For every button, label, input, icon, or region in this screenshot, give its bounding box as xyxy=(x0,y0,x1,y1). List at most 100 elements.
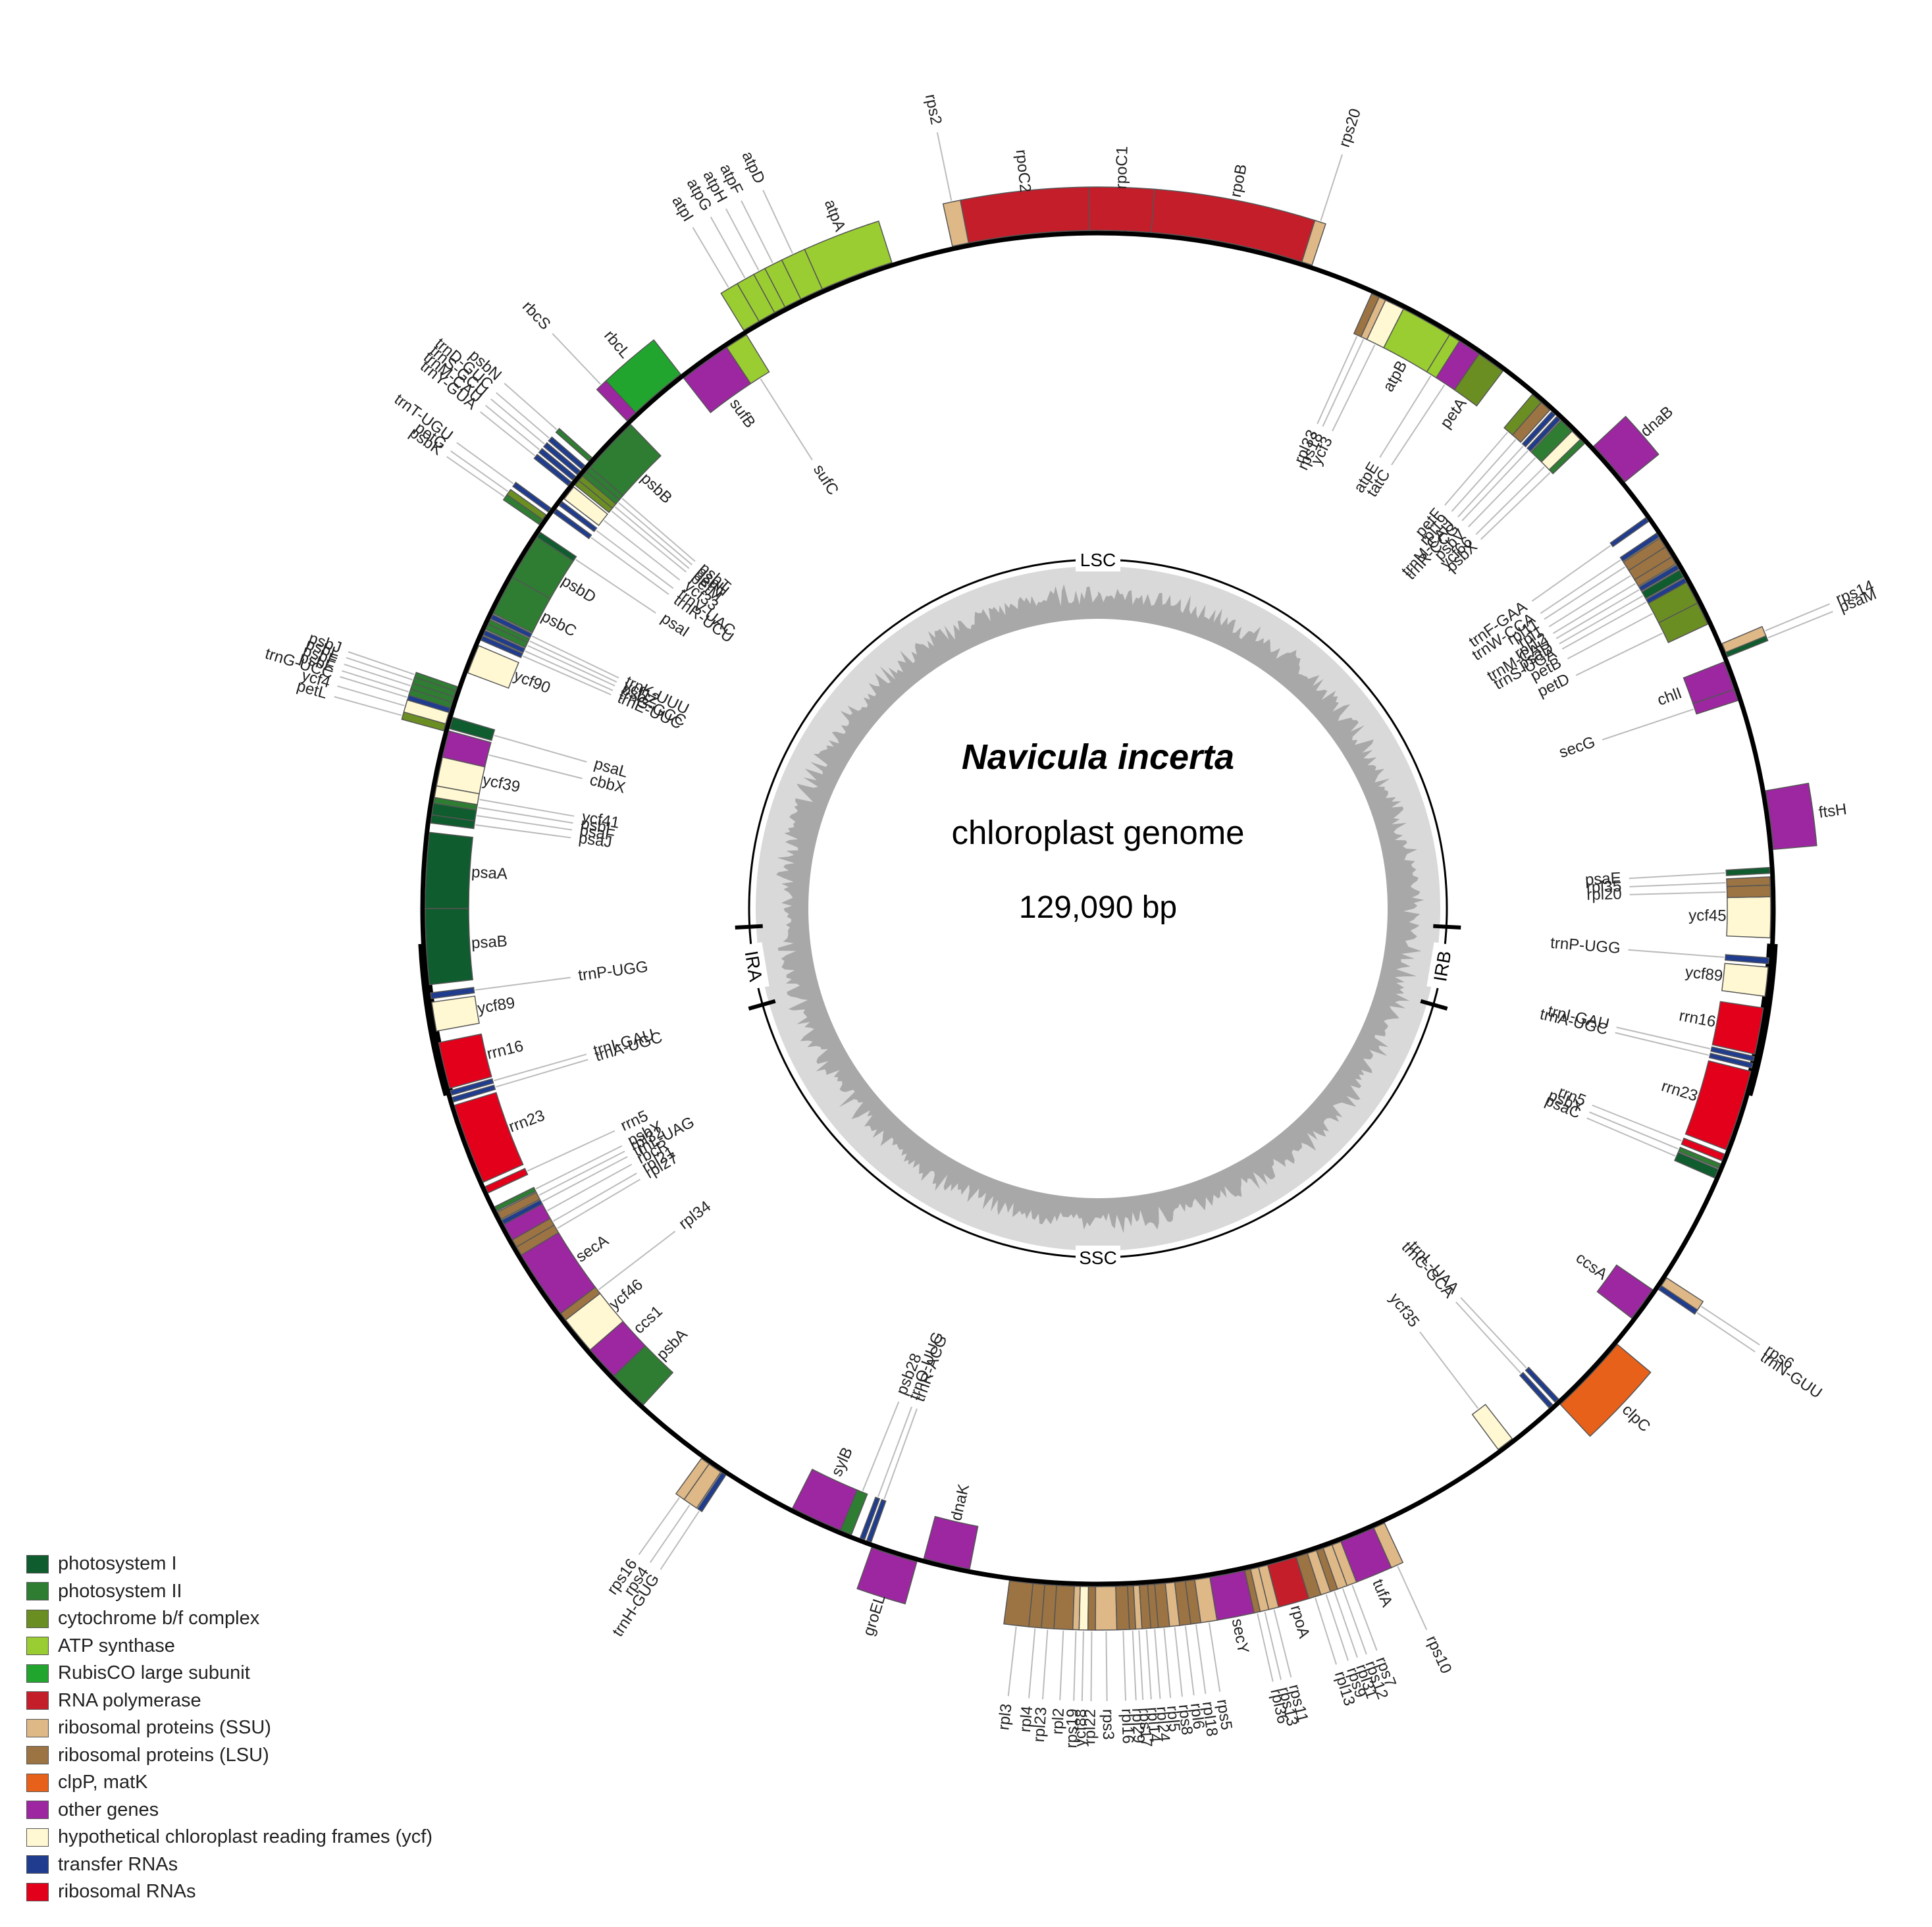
gene-label: rrn16 xyxy=(1678,1007,1717,1031)
gene-block xyxy=(696,1471,727,1513)
label-leader-line xyxy=(1332,344,1376,432)
label-leader-line xyxy=(479,799,575,817)
gene-block xyxy=(1725,866,1771,876)
region-boundary-tick xyxy=(748,999,776,1011)
gene-block xyxy=(1258,1564,1280,1610)
gene-label: rpl22 xyxy=(1081,1709,1099,1745)
gene-block xyxy=(1154,1583,1170,1628)
gene-block xyxy=(1638,564,1680,592)
gene-block xyxy=(434,785,480,806)
gene-block xyxy=(409,682,455,703)
label-leader-line xyxy=(1629,891,1726,895)
gene-label: groEL xyxy=(860,1593,889,1638)
label-leader-line xyxy=(480,411,535,456)
gene-block xyxy=(515,1224,560,1256)
gene-label: rps10 xyxy=(1423,1633,1455,1676)
label-leader-line xyxy=(1767,611,1833,639)
region-name: LSC xyxy=(1080,550,1116,570)
gene-block xyxy=(533,454,572,487)
legend-label: transfer RNAs xyxy=(58,1853,178,1875)
label-leader-line xyxy=(598,1230,676,1290)
gene-label: rpl16 xyxy=(1118,1708,1137,1744)
gene-label: psbA xyxy=(653,1325,691,1363)
gene-label: secA xyxy=(573,1232,612,1266)
gene-block xyxy=(1530,419,1573,463)
gene-block xyxy=(1726,884,1771,899)
label-leader-line xyxy=(344,663,411,687)
label-leader-line xyxy=(614,506,690,569)
label-leader-line xyxy=(1475,466,1545,535)
label-leader-line xyxy=(1696,1312,1756,1353)
legend-item: ribosomal proteins (SSU) xyxy=(26,1714,432,1742)
gene-label: atpB xyxy=(1380,357,1411,394)
label-leader-line xyxy=(692,226,729,288)
label-leader-line xyxy=(1322,338,1365,427)
gene-label: rbcL xyxy=(600,327,634,362)
gene-block xyxy=(484,1167,529,1194)
gene-block xyxy=(1003,1580,1034,1627)
gene-block xyxy=(839,1489,868,1535)
label-leader-line xyxy=(604,519,681,581)
gene-block xyxy=(1471,1404,1513,1450)
gene-block xyxy=(859,1496,881,1541)
gene-block xyxy=(1307,1550,1332,1596)
label-leader-line xyxy=(1602,708,1694,741)
gene-label: ycf45 xyxy=(1688,907,1727,925)
label-leader-line xyxy=(1592,1104,1682,1142)
label-leader-line xyxy=(1616,1026,1711,1049)
gene-label: ycf89 xyxy=(476,994,516,1018)
label-leader-line xyxy=(1315,1597,1338,1665)
gene-block xyxy=(866,1498,887,1543)
label-leader-line xyxy=(1419,1331,1479,1409)
label-leader-line xyxy=(618,502,692,566)
gene-block xyxy=(1540,430,1581,471)
label-leader-line xyxy=(1122,1631,1127,1701)
gene-label: rpl29 xyxy=(1128,1708,1148,1744)
gene-block xyxy=(1295,1552,1322,1600)
gene-label: dnaB xyxy=(1637,403,1677,440)
legend-swatch xyxy=(26,1691,49,1710)
gene-block xyxy=(1453,353,1504,407)
legend-label: hypothetical chloroplast reading frames … xyxy=(58,1826,432,1848)
label-leader-line xyxy=(649,1504,691,1564)
gene-track xyxy=(401,186,1817,1631)
gene-label: psaJ xyxy=(577,830,613,852)
label-leader-line xyxy=(538,1150,625,1196)
gc-content-ring xyxy=(756,566,1440,1251)
gene-label: ycf39 xyxy=(481,771,522,796)
label-leader-line xyxy=(552,332,601,385)
label-leader-line xyxy=(1028,1628,1036,1699)
label-leader-line xyxy=(1589,1111,1679,1150)
legend-swatch xyxy=(26,1801,49,1820)
gene-block xyxy=(553,508,592,540)
gene-block xyxy=(1681,1137,1725,1161)
label-leader-line xyxy=(490,398,545,444)
gene-block xyxy=(1383,308,1451,373)
gene-block xyxy=(490,614,533,639)
label-leader-line xyxy=(475,824,571,839)
gene-block xyxy=(520,1232,596,1315)
label-leader-line xyxy=(877,1406,912,1497)
gene-label: rps2 xyxy=(922,93,945,126)
genome-backbone xyxy=(420,230,1776,1587)
legend-label: RNA polymerase xyxy=(58,1689,201,1711)
label-leader-line xyxy=(542,1155,628,1202)
gene-block xyxy=(1095,1585,1118,1631)
label-leader-line xyxy=(1555,589,1640,639)
label-leader-line xyxy=(488,754,583,779)
legend-label: ribosomal proteins (LSU) xyxy=(58,1744,269,1766)
gene-label: trnP-UGG xyxy=(577,958,649,985)
gene-label: ccsA xyxy=(1573,1249,1611,1283)
gene-label: rpl4 xyxy=(1016,1705,1036,1733)
label-leader-line xyxy=(638,1497,680,1555)
gene-block xyxy=(596,380,637,422)
label-leader-line xyxy=(1451,439,1517,512)
gene-label: psaA xyxy=(471,863,508,883)
legend-swatch xyxy=(26,1882,49,1901)
gene-label: rbcS xyxy=(519,298,554,333)
gene-block xyxy=(511,1217,555,1248)
label-leader-line xyxy=(346,657,413,681)
gene-block xyxy=(438,1033,492,1090)
label-leader-line xyxy=(484,405,540,450)
